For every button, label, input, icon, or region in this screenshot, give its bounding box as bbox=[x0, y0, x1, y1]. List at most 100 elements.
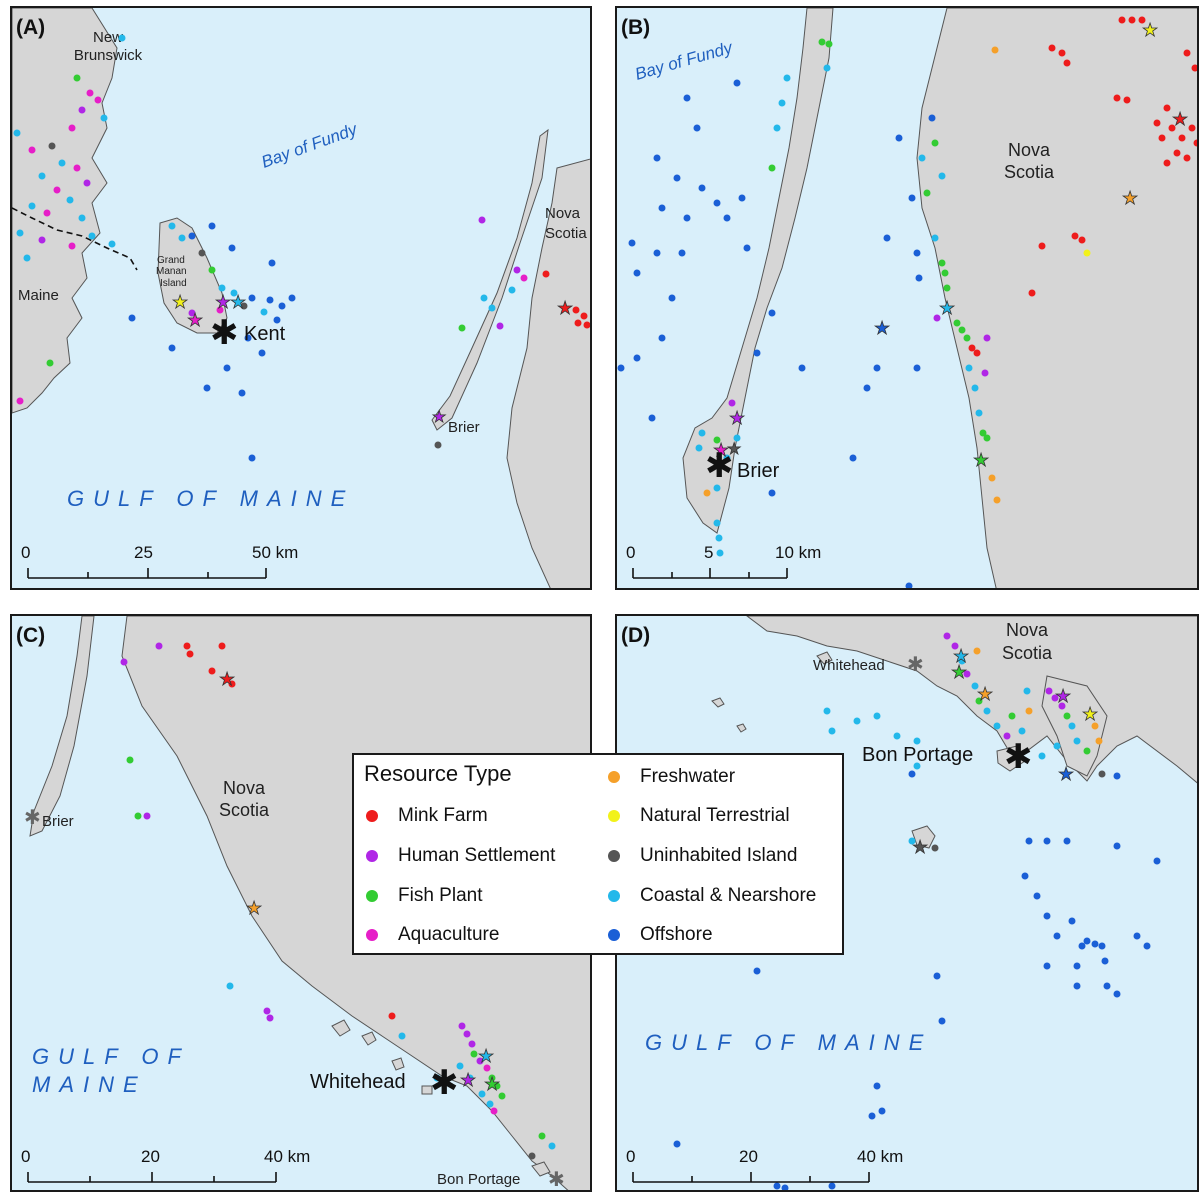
panel-b: (B) Nova Scotia Bay of Fundy bbox=[615, 6, 1199, 590]
label-new-brunswick-1: New bbox=[93, 29, 123, 46]
legend-item-offshore: Offshore bbox=[608, 924, 713, 946]
scale-a-50: 50 km bbox=[252, 543, 298, 562]
label-gulf-of-maine-2: MAINE bbox=[32, 1072, 147, 1097]
legend-title: Resource Type bbox=[364, 761, 512, 786]
brier-asterisk-icon: ✱ bbox=[705, 447, 734, 485]
label-bay-of-fundy: Bay of Fundy bbox=[633, 38, 736, 84]
legend-item-natural-terrestrial: Natural Terrestrial bbox=[608, 805, 790, 827]
site-bon-portage: Bon Portage bbox=[437, 1171, 520, 1188]
scale-d-20: 20 bbox=[739, 1147, 758, 1166]
site-brier: Brier bbox=[737, 460, 780, 482]
label-nova-scotia-2: Scotia bbox=[1002, 643, 1053, 663]
label-grand-manan-3: Island bbox=[160, 278, 187, 289]
legend-item-fish-plant: Fish Plant bbox=[366, 885, 482, 907]
legend-label: Uninhabited Island bbox=[640, 845, 798, 866]
legend: Resource Type Mink Farm Human Settlement… bbox=[352, 753, 844, 955]
label-grand-manan-1: Grand bbox=[157, 255, 185, 266]
site-brier: Brier bbox=[42, 813, 74, 830]
fish-plant-dot-icon bbox=[366, 890, 378, 902]
panel-a: (A) New Brunswick Maine Grand Manan Isla… bbox=[10, 6, 592, 590]
svg-text:★: ★ bbox=[727, 441, 741, 458]
human-settlement-dot-icon bbox=[366, 850, 378, 862]
land-grand-manan bbox=[157, 217, 228, 334]
panel-b-label: (B) bbox=[621, 16, 650, 39]
svg-text:★: ★ bbox=[1055, 686, 1071, 706]
legend-label: Coastal & Nearshore bbox=[640, 885, 817, 906]
label-nova-scotia-1: Nova bbox=[223, 778, 266, 798]
site-kent: Kent bbox=[244, 323, 286, 345]
label-nova-scotia-1: Nova bbox=[1008, 140, 1051, 160]
bon-portage-asterisk-icon: ✱ bbox=[548, 1169, 565, 1191]
svg-text:★: ★ bbox=[1122, 188, 1138, 208]
scale-b-0: 0 bbox=[626, 543, 635, 562]
scale-a-25: 25 bbox=[134, 543, 153, 562]
panel-c-stars: ★ ★ ★ ★ ★ bbox=[219, 669, 501, 1095]
legend-item-mink-farm: Mink Farm bbox=[366, 805, 488, 827]
svg-text:★: ★ bbox=[1058, 764, 1074, 784]
panel-a-scale-bar: 0 25 50 km bbox=[21, 543, 298, 579]
panel-b-stars: ★ ★ ★ ★ ★ ★ ★ ★ ★ bbox=[713, 20, 1189, 471]
land-small-islands bbox=[711, 651, 1026, 849]
svg-text:★: ★ bbox=[912, 837, 928, 857]
scale-a-0: 0 bbox=[21, 543, 30, 562]
panel-d-points bbox=[673, 632, 1161, 1190]
svg-text:★: ★ bbox=[557, 298, 573, 318]
svg-text:★: ★ bbox=[951, 662, 967, 682]
svg-text:★: ★ bbox=[478, 1046, 494, 1066]
panel-a-points bbox=[13, 34, 590, 462]
panel-d-label: (D) bbox=[621, 624, 650, 647]
scale-b-5: 5 bbox=[704, 543, 713, 562]
legend-label: Aquaculture bbox=[398, 924, 500, 945]
svg-text:★: ★ bbox=[953, 646, 969, 666]
svg-text:★: ★ bbox=[1082, 704, 1098, 724]
legend-label: Human Settlement bbox=[398, 845, 556, 866]
svg-text:★: ★ bbox=[939, 298, 955, 318]
legend-label: Mink Farm bbox=[398, 805, 488, 826]
legend-label: Natural Terrestrial bbox=[640, 805, 790, 826]
scale-d-0: 0 bbox=[626, 1147, 635, 1166]
land-digby-neck bbox=[29, 616, 95, 837]
panel-c-scale-bar: 0 20 40 km bbox=[21, 1147, 310, 1183]
freshwater-dot-icon bbox=[608, 771, 620, 783]
label-gulf-of-maine: GULF OF MAINE bbox=[67, 486, 354, 511]
land-new-brunswick-maine bbox=[12, 8, 118, 414]
coastal-nearshore-dot-icon bbox=[608, 890, 620, 902]
land-digby-neck bbox=[682, 8, 834, 534]
site-whitehead: Whitehead bbox=[310, 1071, 406, 1093]
svg-text:★: ★ bbox=[215, 292, 231, 312]
whitehead-asterisk-icon: ✱ bbox=[430, 1064, 459, 1102]
panel-a-stars: ★ ★ ★ ★ ★ ★ bbox=[172, 292, 574, 427]
svg-text:★: ★ bbox=[977, 684, 993, 704]
svg-text:★: ★ bbox=[172, 292, 188, 312]
svg-text:★: ★ bbox=[874, 318, 890, 338]
legend-item-uninhabited-island: Uninhabited Island bbox=[608, 845, 797, 867]
legend-item-freshwater: Freshwater bbox=[608, 766, 735, 788]
label-grand-manan-2: Manan bbox=[156, 266, 187, 277]
panel-d-map: (D) Nova Scotia GULF OF MAINE bbox=[621, 616, 1197, 1190]
site-whitehead: Whitehead bbox=[813, 657, 885, 674]
panel-c-points bbox=[120, 642, 556, 1160]
kent-asterisk-icon: ✱ bbox=[210, 314, 239, 352]
scale-d-40: 40 km bbox=[857, 1147, 903, 1166]
scale-b-10: 10 km bbox=[775, 543, 821, 562]
land-small-islands bbox=[331, 1019, 551, 1177]
scale-c-20: 20 bbox=[141, 1147, 160, 1166]
legend-label: Offshore bbox=[640, 924, 713, 945]
scale-c-40: 40 km bbox=[264, 1147, 310, 1166]
label-bay-of-fundy: Bay of Fundy bbox=[259, 119, 361, 172]
land-nova-scotia bbox=[506, 158, 590, 588]
legend-label: Fish Plant bbox=[398, 885, 483, 906]
site-bon-portage: Bon Portage bbox=[862, 744, 973, 766]
natural-terrestrial-dot-icon bbox=[608, 810, 620, 822]
svg-text:★: ★ bbox=[484, 1074, 500, 1094]
legend-item-coastal-nearshore: Coastal & Nearshore bbox=[608, 885, 816, 907]
legend-item-aquaculture: Aquaculture bbox=[366, 924, 499, 946]
label-maine: Maine bbox=[18, 287, 59, 304]
legend-label: Freshwater bbox=[640, 766, 736, 787]
svg-text:★: ★ bbox=[246, 898, 262, 918]
svg-text:★: ★ bbox=[713, 440, 729, 460]
bon-portage-asterisk-icon: ✱ bbox=[1004, 738, 1033, 776]
svg-text:★: ★ bbox=[432, 409, 446, 426]
label-gulf-of-maine: GULF OF MAINE bbox=[645, 1030, 932, 1055]
panel-d-scale-bar: 0 20 40 km bbox=[626, 1147, 903, 1183]
